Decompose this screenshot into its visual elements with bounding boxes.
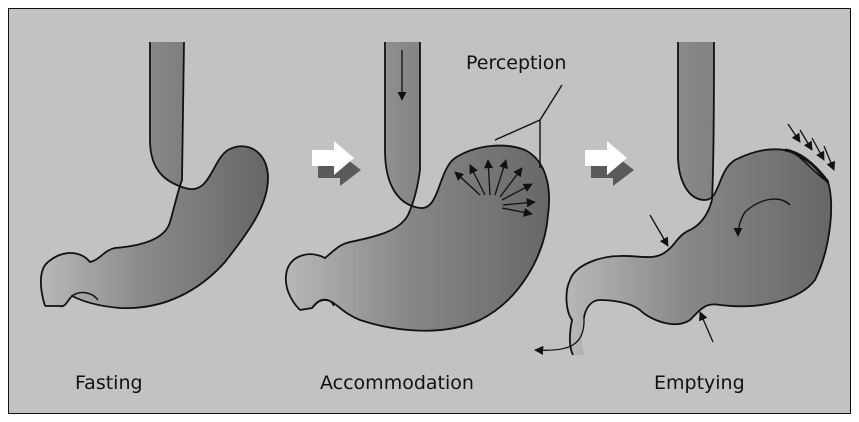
perception-label: Perception [466,52,566,74]
arrow-icon [824,146,834,170]
transition-arrow-2 [585,141,634,186]
stomach-emptying [566,42,831,355]
stage-label-fasting: Fasting [75,372,143,394]
arrow-icon [812,138,824,160]
stomach-accommodation [286,42,549,331]
stage-label-emptying: Emptying [654,372,745,394]
arrow-icon [800,130,812,150]
stage-label-accommodation: Accommodation [320,372,474,394]
arrow-icon [788,124,800,142]
stomach-fasting [41,42,268,308]
arrow-icon [700,312,713,342]
transition-arrow-1 [312,141,361,186]
arrow-icon [650,215,668,246]
